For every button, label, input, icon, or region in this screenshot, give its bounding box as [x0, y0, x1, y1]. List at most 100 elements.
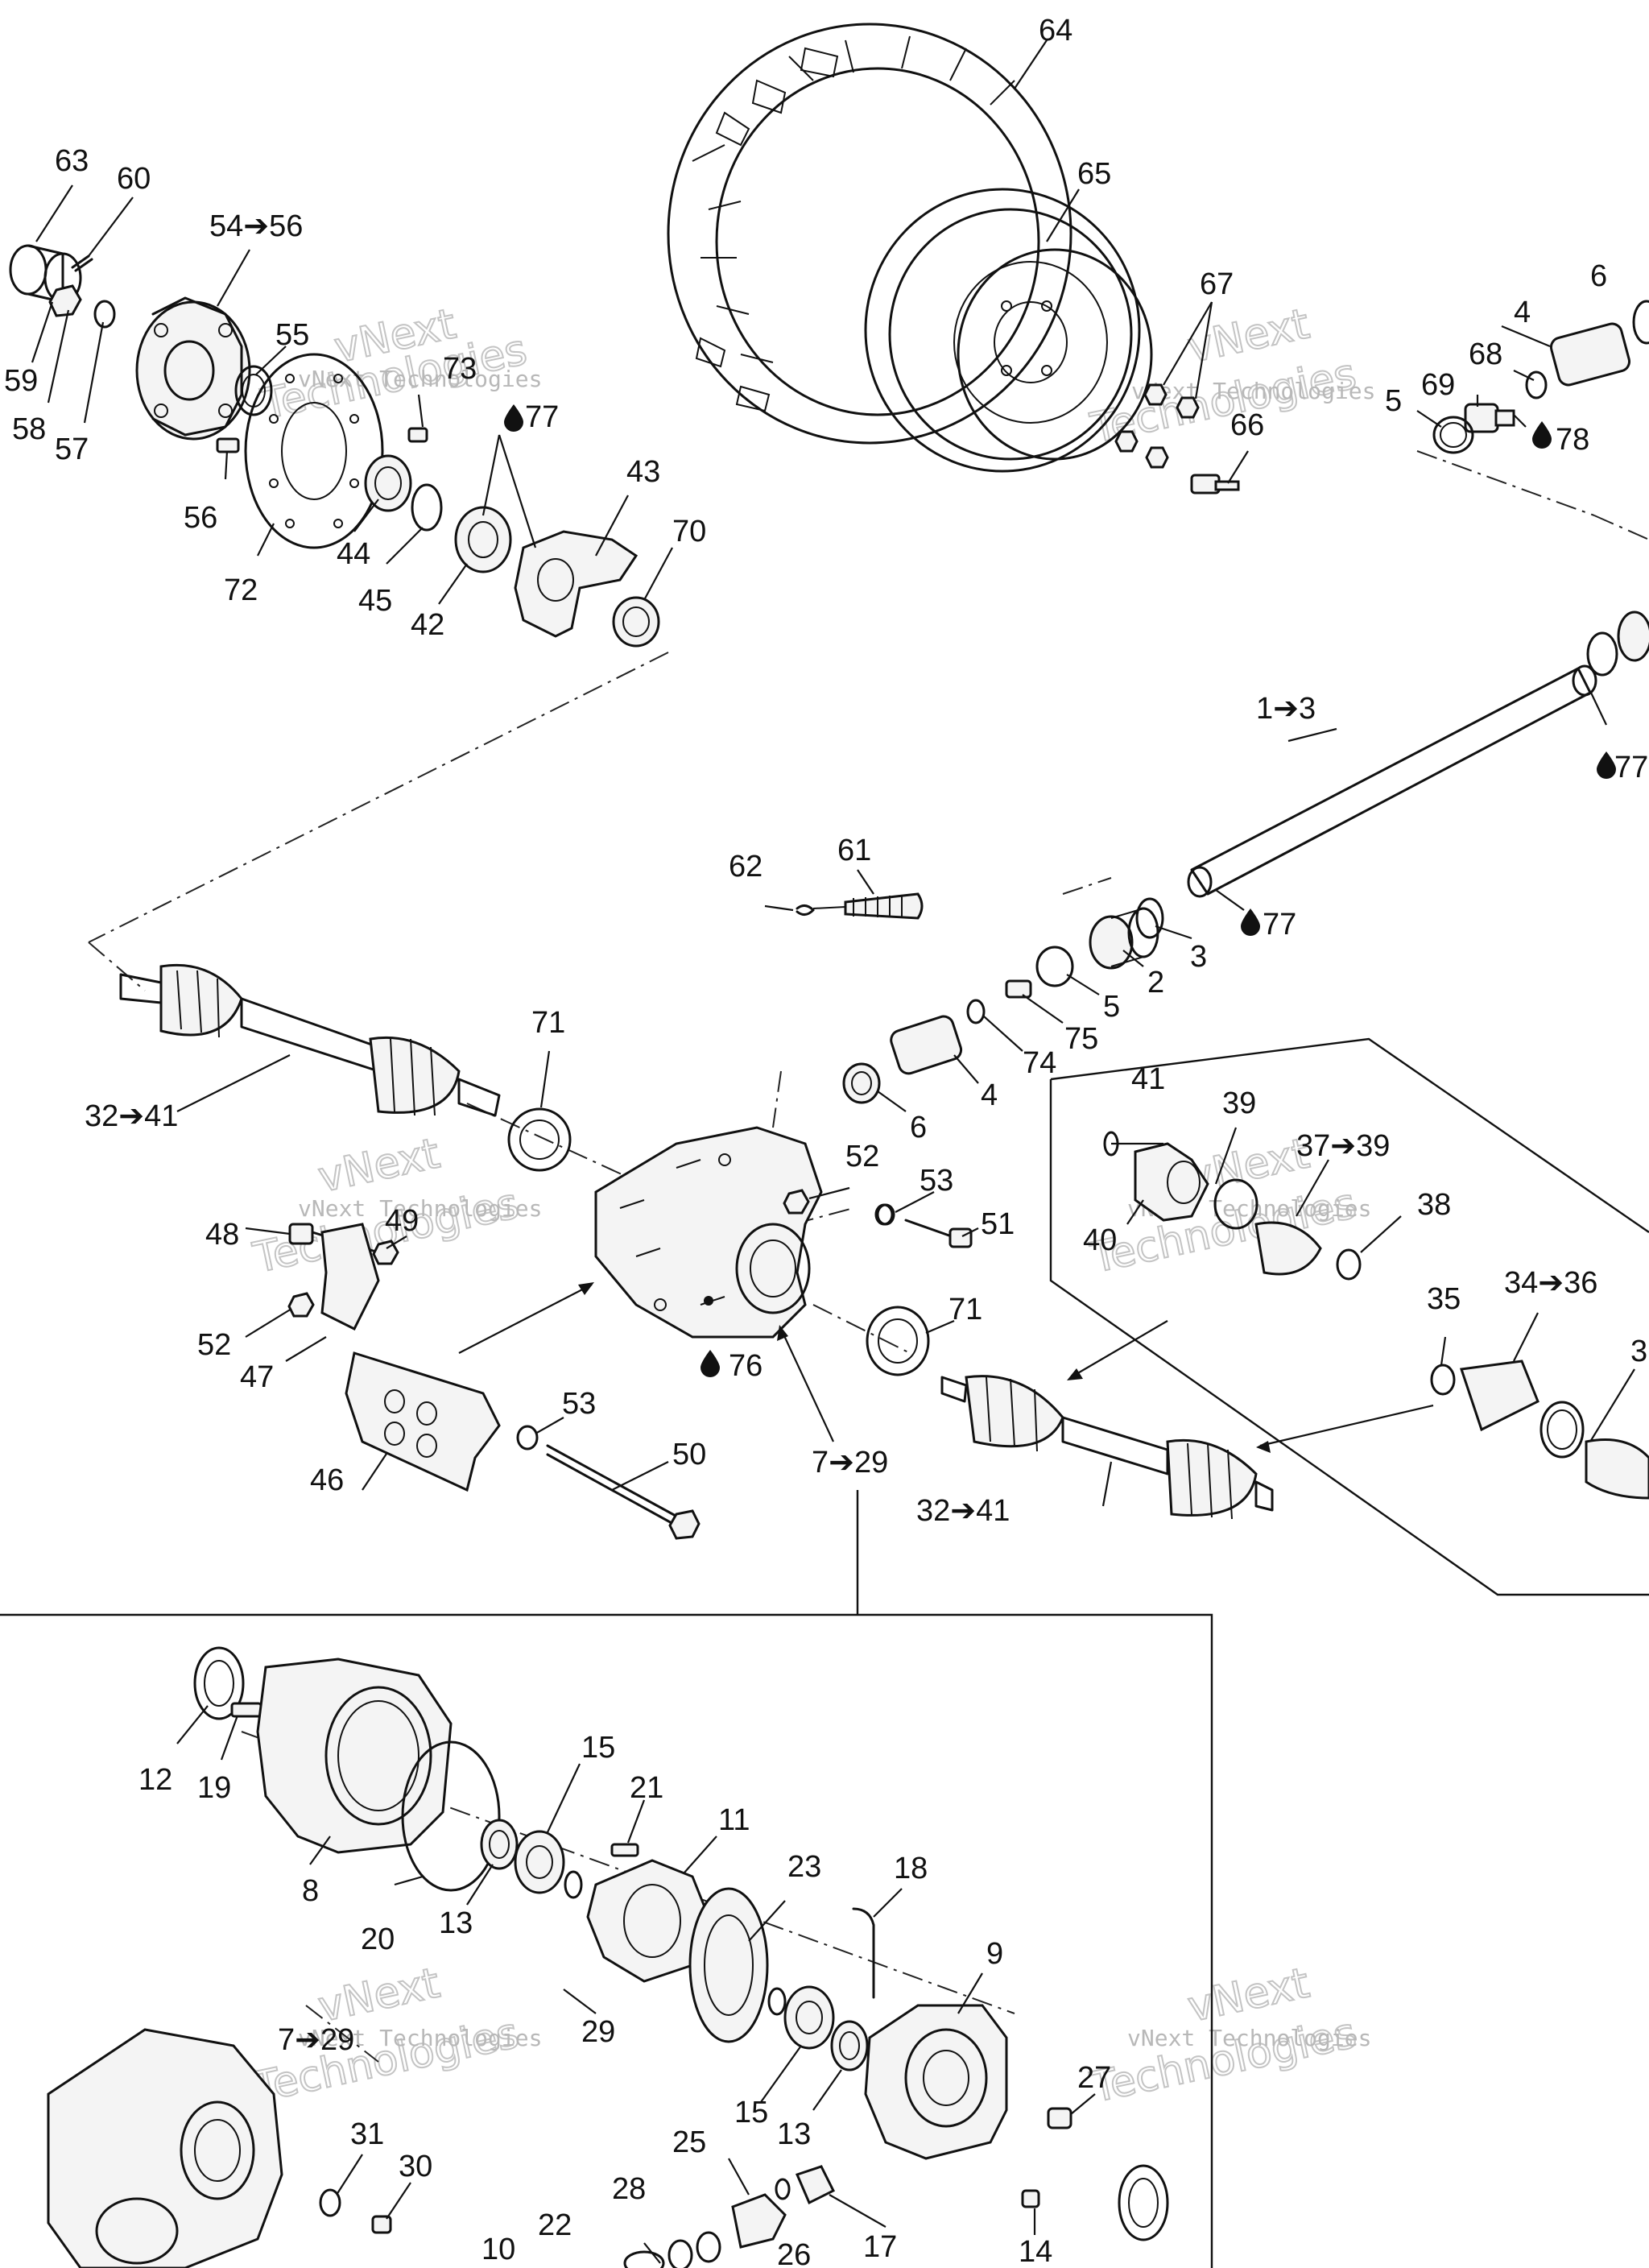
callout-56: 56	[184, 501, 217, 535]
callout-6-mid: 6	[910, 1111, 927, 1144]
bearing-17	[795, 2165, 836, 2205]
drive-shaft-1-3	[1187, 664, 1597, 898]
clamp-5	[1035, 946, 1074, 987]
bearing-15-lower	[783, 1985, 835, 2050]
callout-5: 5	[1385, 384, 1402, 418]
boot-4-middle	[890, 1015, 963, 1075]
callout-20: 20	[361, 1922, 395, 1956]
callout-72: 72	[224, 573, 258, 607]
callout-67: 67	[1200, 267, 1234, 301]
cotter-pin-60	[71, 255, 93, 272]
callout-15-lower: 15	[734, 2096, 768, 2129]
callout-51: 51	[981, 1207, 1015, 1241]
callout-76: 76	[729, 1349, 763, 1383]
pin-21	[610, 1843, 639, 1857]
ring-3	[1135, 897, 1164, 939]
screw-73	[407, 427, 428, 443]
svg-text:vNext Technologies: vNext Technologies	[1127, 2025, 1371, 2051]
callout-52: 52	[845, 1140, 879, 1173]
oil-drop-icon	[1597, 751, 1616, 779]
callout-1-3: 1➔3	[1256, 692, 1316, 726]
washer-lower	[767, 1987, 787, 2016]
callout-63: 63	[55, 144, 89, 178]
stud-66	[1190, 474, 1240, 495]
stud-75	[1005, 979, 1032, 999]
callout-60: 60	[117, 162, 151, 196]
callout-3: 3	[1190, 940, 1207, 974]
callout-77: 77	[525, 400, 559, 434]
nut-49	[372, 1240, 399, 1265]
callout-54-56: 54➔56	[209, 209, 303, 243]
callout-58: 58	[12, 412, 46, 446]
callout-13: 13	[439, 1906, 473, 1940]
pinion-parts-28-22-10	[623, 2231, 721, 2268]
boot-34-36	[1460, 1360, 1585, 1459]
callout-5-mid: 5	[1103, 990, 1120, 1024]
oring-20	[401, 1740, 501, 1892]
knuckle-43	[514, 530, 639, 638]
nut-52-upper	[783, 1189, 810, 1215]
callout-labels: 64 65 67 6 4 68 5 69 78 66 63 60 54➔56 5…	[4, 14, 1648, 2268]
callout-48: 48	[205, 1218, 239, 1252]
boot-37-39	[1213, 1178, 1362, 1281]
callout-40: 40	[1083, 1223, 1117, 1257]
callout-47: 47	[240, 1360, 274, 1394]
callout-22: 22	[538, 2208, 572, 2242]
ring-6-upper	[1632, 300, 1649, 345]
bearing-15-upper	[514, 1830, 565, 1894]
callout-49: 49	[385, 1204, 419, 1238]
bracket-47	[320, 1223, 380, 1331]
svg-text:vNext: vNext	[314, 1129, 444, 1202]
bearing-13-lower	[830, 2020, 869, 2071]
bolt-50	[546, 1444, 701, 1540]
housing-9	[864, 2004, 1008, 2160]
callout-45: 45	[358, 584, 392, 618]
cv-shaft-32-41-left	[119, 963, 501, 1117]
assembled-differential-7-29	[47, 2028, 283, 2268]
callout-74: 74	[1023, 1046, 1056, 1080]
seal-71-upper	[507, 1107, 572, 1172]
callout-26: 26	[777, 2238, 811, 2268]
differential-housing	[594, 1126, 823, 1339]
oil-drop-icon	[1532, 421, 1552, 449]
bearing-42	[454, 506, 512, 573]
tire-64	[667, 23, 1072, 445]
callout-2: 2	[1147, 966, 1164, 999]
bearing-13-upper	[480, 1819, 519, 1870]
nut-69	[1464, 403, 1515, 433]
callout-35: 35	[1427, 1282, 1461, 1316]
svg-text:vNext Technologies: vNext Technologies	[1131, 378, 1375, 404]
watermark-6: vNext Technologies vNext Technologies	[1085, 1958, 1371, 2113]
nut-52-lower	[287, 1292, 315, 1318]
callout-4-mid: 4	[981, 1078, 998, 1112]
oil-drop-icon	[1241, 908, 1260, 936]
washer-31	[319, 2188, 341, 2217]
cv-joint-40	[1134, 1142, 1209, 1222]
callout-71: 71	[531, 1006, 565, 1040]
hub-54-56	[135, 296, 251, 441]
clip-26	[775, 2178, 791, 2200]
callout-8: 8	[302, 1874, 319, 1908]
seal-lower-right	[1118, 2164, 1169, 2241]
callout-32-41-right: 32➔41	[916, 1494, 1010, 1528]
callout-30: 30	[399, 2150, 432, 2183]
clip-62	[796, 904, 846, 916]
svg-text:vNext Technologies: vNext Technologies	[298, 2025, 542, 2051]
callout-43: 43	[626, 455, 660, 489]
callout-11: 11	[718, 1803, 750, 1837]
oil-drop-icon	[701, 1350, 720, 1377]
callout-44: 44	[337, 537, 370, 571]
svg-text:vNext Technologies: vNext Technologies	[298, 1195, 542, 1222]
callout-9: 9	[986, 1937, 1003, 1971]
callout-70: 70	[672, 515, 706, 548]
callout-66: 66	[1230, 408, 1264, 442]
callout-3-right: 3	[1630, 1335, 1647, 1368]
oil-drop-icon	[504, 404, 523, 432]
callout-69: 69	[1421, 368, 1455, 402]
callout-77-shaft: 77	[1263, 908, 1296, 942]
callout-61: 61	[837, 834, 871, 867]
seal-12	[193, 1646, 245, 1720]
tube-18	[852, 1907, 875, 1999]
wheel-nuts-67	[1114, 383, 1200, 469]
